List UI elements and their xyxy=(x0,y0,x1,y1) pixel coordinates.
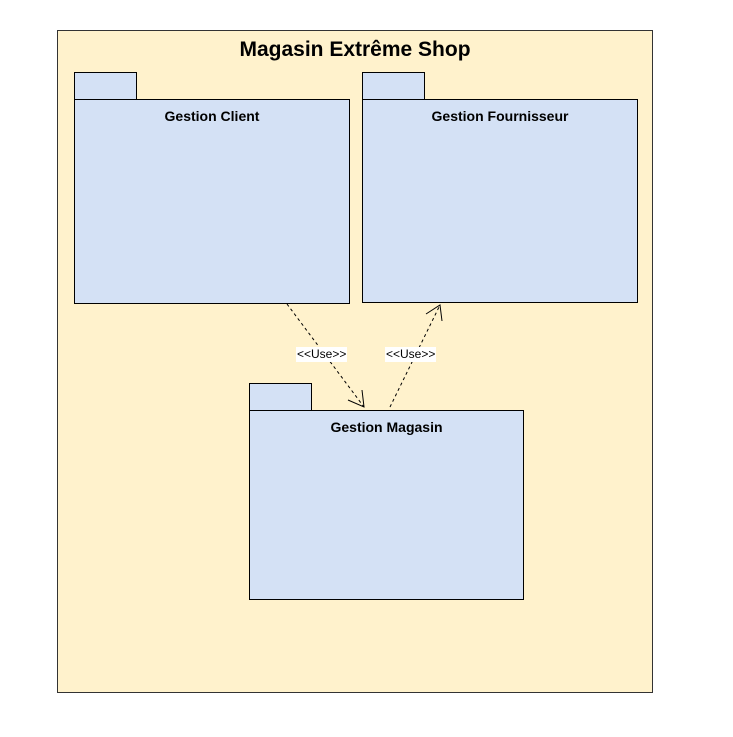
dependency-arrowhead-fournisseur xyxy=(425,304,443,322)
package-gestion-magasin[interactable]: Gestion Magasin xyxy=(249,410,524,600)
package-gestion-client[interactable]: Gestion Client xyxy=(74,99,350,304)
package-client-label: Gestion Client xyxy=(164,108,260,124)
package-gestion-fournisseur[interactable]: Gestion Fournisseur xyxy=(362,99,638,303)
package-fournisseur-label: Gestion Fournisseur xyxy=(431,108,569,124)
dependency-label-magasin-fournisseur: <<Use>> xyxy=(385,347,437,362)
dependency-arrowhead-magasin xyxy=(347,389,365,408)
dependency-label-client-magasin: <<Use>> xyxy=(296,347,348,362)
diagram-title: Magasin Extrême Shop xyxy=(239,38,471,61)
package-magasin-label: Gestion Magasin xyxy=(330,419,443,435)
